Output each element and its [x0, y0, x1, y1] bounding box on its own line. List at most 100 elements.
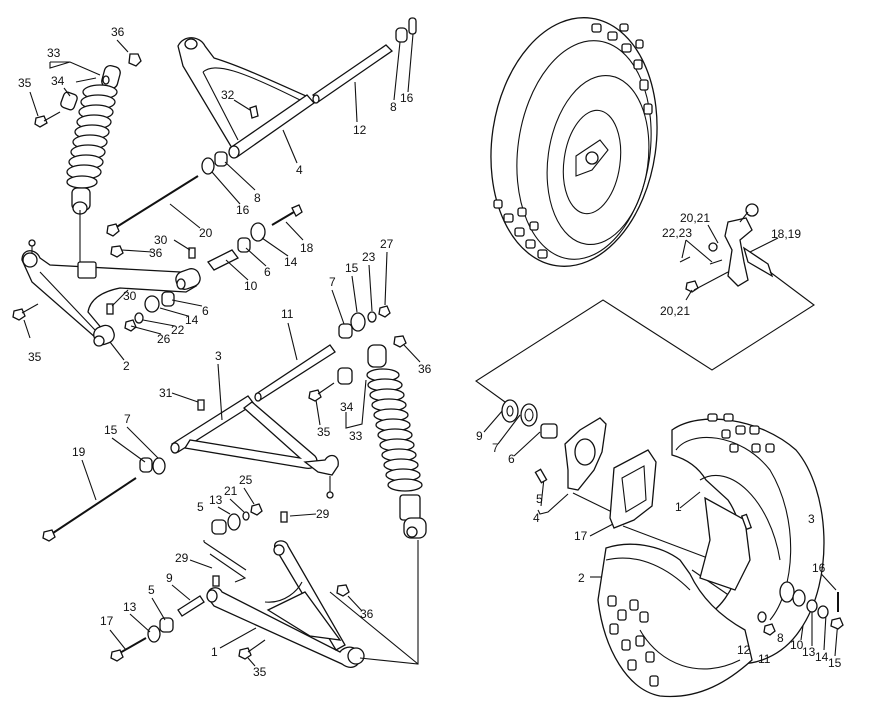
part-label: 2	[578, 571, 585, 585]
part-label: 15	[104, 423, 118, 437]
part-label: 5	[536, 492, 543, 506]
part-label: 14	[185, 313, 199, 327]
part-label: 7	[492, 441, 499, 455]
part-label: 19	[72, 445, 86, 459]
bushing-34-lower	[337, 367, 353, 385]
part-label: 14	[284, 255, 298, 269]
part-label: 11	[281, 307, 294, 321]
part-label: 14	[815, 650, 829, 664]
nut-36-lower	[110, 245, 124, 258]
part-label: 29	[316, 507, 330, 521]
left-leader-lines	[23, 33, 421, 667]
part-label: 4	[533, 511, 540, 525]
part-label: 12	[353, 123, 367, 137]
bolt-17	[110, 637, 147, 662]
part-label: 32	[221, 88, 235, 102]
left-part-labels: 36 33 34 35 32 12 8 16 4 8 16 20 30 36 1…	[18, 25, 432, 679]
right-part-labels: 20,21 22,23 18,19 20,21 9 7 6 5 4 17 1 3…	[476, 211, 842, 670]
part-label: 13	[802, 645, 816, 659]
nut-36-shock	[393, 335, 407, 348]
part-label: 33	[47, 46, 61, 60]
part-label: 20	[199, 226, 213, 240]
part-label: 2	[123, 359, 130, 373]
part-label: 36	[149, 246, 163, 260]
part-label: 7	[329, 275, 336, 289]
nut-36-bottom	[336, 584, 350, 597]
part-label: 34	[340, 400, 354, 414]
part-label: 27	[380, 237, 394, 251]
bolt-35-upper	[34, 111, 61, 128]
part-label: 21	[224, 484, 238, 498]
part-label: 3	[808, 512, 815, 526]
bushings-6-14-10	[124, 222, 266, 332]
part-label: 25	[239, 473, 253, 487]
lower-a-arm-1	[206, 511, 365, 668]
part-label: 30	[154, 233, 168, 247]
part-label: 20,21	[660, 304, 690, 318]
bolt-35-bottom	[238, 639, 266, 660]
part-label: 6	[202, 304, 209, 318]
part-label: 36	[418, 362, 432, 376]
bolt-18	[271, 204, 303, 226]
part-label: 8	[777, 631, 784, 645]
part-label: 16	[236, 203, 250, 217]
part-label: 5	[197, 500, 204, 514]
part-label: 33	[349, 429, 363, 443]
part-label: 31	[159, 386, 173, 400]
part-label: 35	[317, 425, 331, 439]
bottom-wheel-outer-half-2	[597, 543, 753, 698]
part-label: 3	[215, 349, 222, 363]
part-label: 15	[828, 656, 842, 670]
part-label: 35	[18, 76, 32, 90]
bushing-34-upper	[60, 91, 78, 111]
brake-disc-17	[609, 449, 657, 529]
part-label: 13	[209, 493, 223, 507]
part-label: 22,23	[662, 226, 692, 240]
part-label: 6	[508, 452, 515, 466]
part-label: 35	[28, 350, 42, 364]
hub-assembly	[501, 399, 607, 491]
part-label: 36	[360, 607, 374, 621]
part-label: 36	[111, 25, 125, 39]
part-label: 29	[175, 551, 189, 565]
part-label: 17	[100, 614, 114, 628]
part-label: 9	[476, 429, 483, 443]
part-label: 18	[300, 241, 314, 255]
part-label: 9	[166, 571, 173, 585]
part-label: 22	[171, 323, 185, 337]
part-label: 13	[123, 600, 137, 614]
bushings-8-16-mid	[201, 151, 228, 175]
part-label: 1	[211, 645, 218, 659]
lower-shock-absorber	[366, 344, 427, 539]
top-tire-wheel	[490, 17, 658, 267]
part-label: 8	[254, 191, 261, 205]
part-label: 18,19	[771, 227, 801, 241]
nut-36-upper	[128, 53, 142, 67]
bushings-7-15-23-27	[139, 305, 391, 475]
upper-a-arm-3	[170, 395, 339, 499]
part-label: 35	[253, 665, 267, 679]
part-label: 10	[790, 638, 804, 652]
upper-a-arm-4	[177, 37, 315, 159]
bottom-tire-tread-right	[707, 413, 775, 453]
bolt-20	[106, 175, 199, 237]
part-label: 34	[51, 74, 65, 88]
part-label: 20,21	[680, 211, 710, 225]
part-label: 11	[758, 652, 771, 666]
part-label: 7	[124, 412, 131, 426]
part-label: 17	[574, 529, 588, 543]
grease-nipples-30	[106, 247, 196, 315]
part-label: 16	[812, 561, 826, 575]
tube-12	[312, 44, 394, 104]
upper-shock-absorber	[66, 65, 121, 215]
part-label: 26	[157, 332, 171, 346]
part-label: 4	[296, 163, 303, 177]
part-label: 5	[148, 583, 155, 597]
part-label: 10	[244, 279, 258, 293]
bolt-35-lower-shock	[308, 382, 335, 402]
bottom-tire-tread-left	[607, 595, 659, 687]
part-label: 15	[345, 261, 359, 275]
part-label: 16	[400, 91, 414, 105]
